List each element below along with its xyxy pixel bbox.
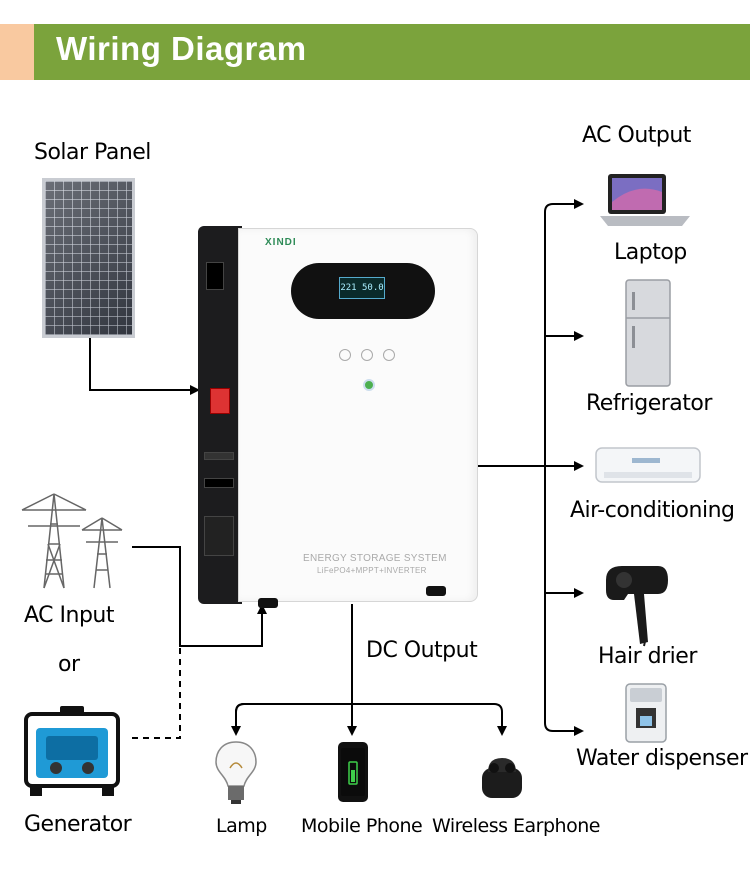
solar-panel-icon (42, 178, 135, 338)
device-label-line1: ENERGY STORAGE SYSTEM (303, 553, 447, 564)
ac-output-aircon-label: Air-conditioning (570, 498, 735, 523)
header-accent (0, 24, 34, 80)
ac-output-refrigerator-label: Refrigerator (586, 391, 712, 416)
device-brand: XINDI (265, 237, 297, 248)
solar-wire (89, 338, 200, 395)
energy-storage-device: XINDI 221 50.0 ENERGY STORAGE SYSTEM LiF… (198, 226, 478, 608)
air-conditioner-icon (595, 447, 701, 483)
device-front-panel: XINDI 221 50.0 ENERGY STORAGE SYSTEM LiF… (238, 228, 478, 602)
device-label-line2: LiFePO4+MPPT+INVERTER (317, 566, 427, 575)
ac-output-waterdispenser-label: Water dispenser (576, 746, 748, 771)
laptop-icon (600, 174, 690, 226)
generator-wire (132, 646, 181, 739)
power-tower-icon (21, 493, 123, 589)
ac-output-title: AC Output (582, 123, 691, 148)
dc-output-earphone-label: Wireless Earphone (432, 815, 600, 837)
or-label: or (58, 652, 80, 677)
wireless-earphone-icon (482, 758, 522, 798)
ac-input-label: AC Input (24, 603, 114, 628)
ac-input-wire (132, 546, 267, 647)
refrigerator-icon (625, 279, 671, 387)
dc-output-title: DC Output (366, 638, 478, 663)
hair-drier-icon (606, 566, 668, 647)
ac-output-hairdrier-label: Hair drier (598, 644, 697, 669)
page-title: Wiring Diagram (56, 30, 307, 67)
generator-icon (24, 706, 120, 796)
ac-output-laptop-label: Laptop (614, 240, 687, 265)
device-buttons (339, 349, 395, 365)
header-bar (0, 24, 750, 80)
dc-output-lamp-label: Lamp (216, 815, 267, 837)
dc-output-mobile-label: Mobile Phone (301, 815, 423, 837)
ac-output-trunk (544, 199, 584, 213)
power-icon (363, 379, 375, 391)
mobile-phone-icon (338, 742, 368, 802)
lamp-icon (215, 741, 257, 804)
generator-label: Generator (24, 812, 132, 837)
dc-output-bus (235, 703, 507, 736)
water-dispenser-icon (625, 683, 667, 743)
device-screen: 221 50.0 (339, 277, 385, 299)
device-side-panel (198, 226, 242, 604)
solar-panel-label: Solar Panel (34, 140, 151, 165)
device-display: 221 50.0 (291, 263, 435, 319)
